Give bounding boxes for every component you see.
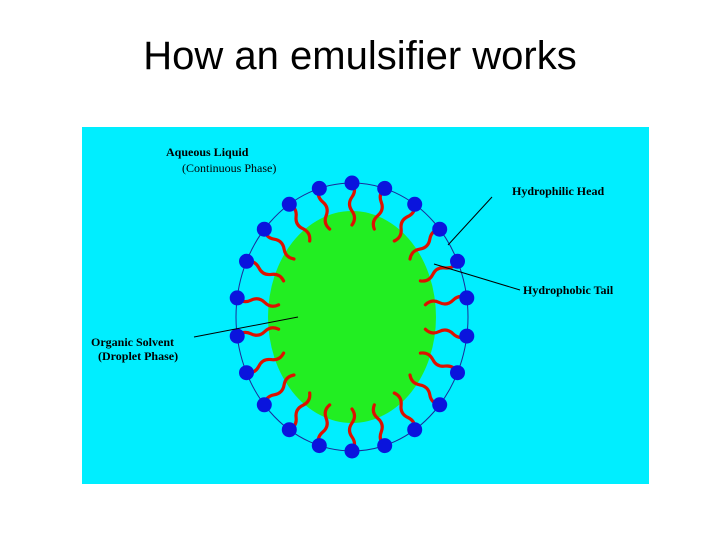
surfactant-molecules xyxy=(229,175,475,459)
hydrophilic-head xyxy=(407,422,423,438)
hydrophilic-head xyxy=(459,328,475,344)
hydrophilic-head xyxy=(344,175,360,191)
organic-droplet xyxy=(268,211,436,423)
organic-solvent-pointer xyxy=(193,316,299,338)
hydrophobic-tail-pointer xyxy=(433,263,521,291)
hydrophilic-head xyxy=(311,180,327,196)
hydrophilic-head xyxy=(432,397,448,413)
hydrophilic-head xyxy=(229,328,245,344)
continuous-phase-label: (Continuous Phase) xyxy=(182,161,276,175)
hydrophilic-head xyxy=(459,290,475,306)
hydrophilic-head xyxy=(344,443,360,459)
hydrophilic-head xyxy=(311,438,327,454)
emulsifier-diagram: Aqueous Liquid (Continuous Phase) Hydrop… xyxy=(82,127,649,484)
hydrophilic-head xyxy=(229,290,245,306)
hydrophilic-head xyxy=(239,253,254,269)
hydrophilic-head xyxy=(281,422,297,438)
hydrophilic-head xyxy=(256,221,272,237)
hydrophilic-head-pointer xyxy=(447,196,493,246)
hydrophilic-head xyxy=(432,221,448,237)
aqueous-liquid-label: Aqueous Liquid xyxy=(166,145,249,159)
hydrophilic-head xyxy=(377,180,393,196)
droplet-phase-label: (Droplet Phase) xyxy=(98,349,178,363)
slide-title: How an emulsifier works xyxy=(143,34,577,78)
hydrophilic-head xyxy=(256,397,272,413)
diagram-canvas: Aqueous Liquid (Continuous Phase) Hydrop… xyxy=(82,127,649,484)
hydrophobic-tail-label: Hydrophobic Tail xyxy=(523,283,614,297)
hydrophilic-head xyxy=(239,365,254,381)
organic-solvent-label: Organic Solvent xyxy=(91,335,174,349)
hydrophilic-head xyxy=(407,196,423,212)
hydrophilic-head xyxy=(377,438,393,454)
hydrophilic-head xyxy=(450,365,465,381)
hydrophilic-head-label: Hydrophilic Head xyxy=(512,184,604,198)
hydrophilic-head xyxy=(450,253,465,269)
hydrophilic-head xyxy=(281,196,297,212)
